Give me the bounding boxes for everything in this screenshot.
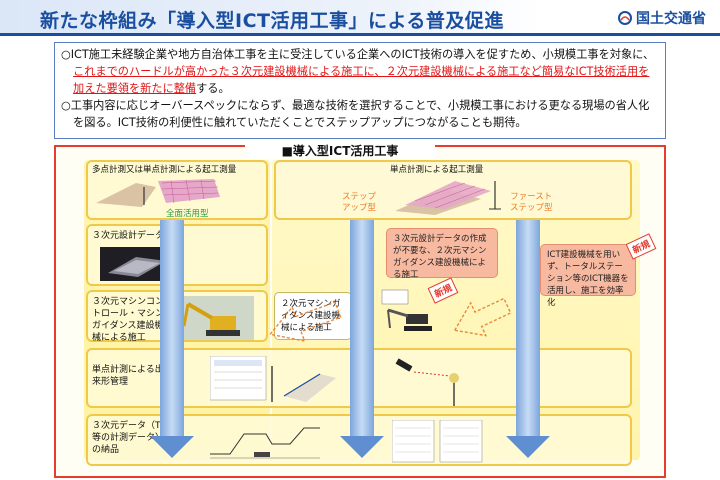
left-header-label: 多点計測又は単点計測による起工測量 bbox=[92, 165, 237, 175]
arrow-shaft bbox=[516, 220, 540, 436]
step-up-type-label: ステップ アップ型 bbox=[342, 192, 377, 213]
mlit-logo-icon bbox=[618, 11, 632, 25]
header-underline bbox=[0, 33, 720, 36]
page-title: 新たな枠組み「導入型ICT活用工事」による普及促進 bbox=[40, 10, 504, 32]
callout-ts-device: ICT建設機械を用いず、トータルステーション等のICT機器を活用し、施工を効率化 bbox=[540, 244, 636, 308]
arrow-head bbox=[150, 436, 194, 458]
row3-label: ３次元マシンコントロール・マシンガイダンス建設機械による施工 bbox=[92, 297, 165, 343]
callout-2d-machine: ３次元設計データの作成が不要な、２次元マシンガイダンス建設機械による施工 bbox=[386, 228, 498, 280]
intro-text-1a: ○ICT施工未経験企業や地方自治体工事を主に受注している企業へのICT技術の導入… bbox=[61, 48, 655, 61]
excavator-image-left bbox=[174, 296, 254, 340]
intro-text-1b: する。 bbox=[196, 82, 230, 95]
cross-section-image bbox=[210, 427, 320, 459]
dashed-arrow-firststep bbox=[453, 297, 512, 337]
ts-device-image bbox=[395, 358, 459, 406]
row2-label: ３次元設計データ作成 bbox=[92, 231, 183, 241]
excavator-2d-image bbox=[381, 289, 432, 331]
flow-arrow-stepup bbox=[340, 220, 384, 458]
arrow-shaft bbox=[160, 220, 184, 436]
measurement-sheet-image bbox=[210, 356, 336, 402]
diagram-title: ■導入型ICT活用工事 bbox=[245, 142, 435, 158]
ministry-name: 国土交通省 bbox=[636, 11, 706, 27]
header-bar: 新たな枠組み「導入型ICT活用工事」による普及促進 国土交通省 bbox=[0, 0, 720, 36]
survey-mesh-image-right bbox=[395, 181, 501, 215]
survey-mesh-image-left bbox=[96, 179, 220, 207]
flow-arrow-left bbox=[150, 220, 194, 458]
intro-box: ○ICT施工未経験企業や地方自治体工事を主に受注している企業へのICT技術の導入… bbox=[54, 42, 666, 139]
row3-mid-box: ２次元マシンガイダンス建設機械による施工 bbox=[274, 292, 352, 340]
intro-paragraph-2: ○工事内容に応じオーバースペックにならず、最適な技術を選択することで、小規模工事… bbox=[61, 99, 650, 129]
right-header-label: 単点計測による起工測量 bbox=[390, 165, 484, 175]
row5-label: ３次元データ（TS等の計測データ）の納品 bbox=[92, 421, 167, 455]
arrow-head bbox=[506, 436, 550, 458]
first-step-type-label: ファースト ステップ型 bbox=[510, 192, 553, 213]
full-use-type-label: 全面活用型 bbox=[166, 209, 209, 219]
ministry-logo: 国土交通省 bbox=[618, 8, 706, 28]
arrow-shaft bbox=[350, 220, 374, 436]
intro-paragraph-1: ○ICT施工未経験企業や地方自治体工事を主に受注している企業へのICT技術の導入… bbox=[61, 46, 659, 97]
dashed-arrow-stepup bbox=[268, 301, 342, 342]
intro-highlight: これまでのハードルが高かった３次元建設機械による施工に、２次元建設機械による施工… bbox=[73, 65, 650, 95]
data-sheet-image bbox=[392, 420, 483, 463]
flow-arrow-firststep bbox=[506, 220, 550, 458]
arrow-head bbox=[340, 436, 384, 458]
row4-label: 単点計測による出来形管理 bbox=[92, 365, 164, 387]
